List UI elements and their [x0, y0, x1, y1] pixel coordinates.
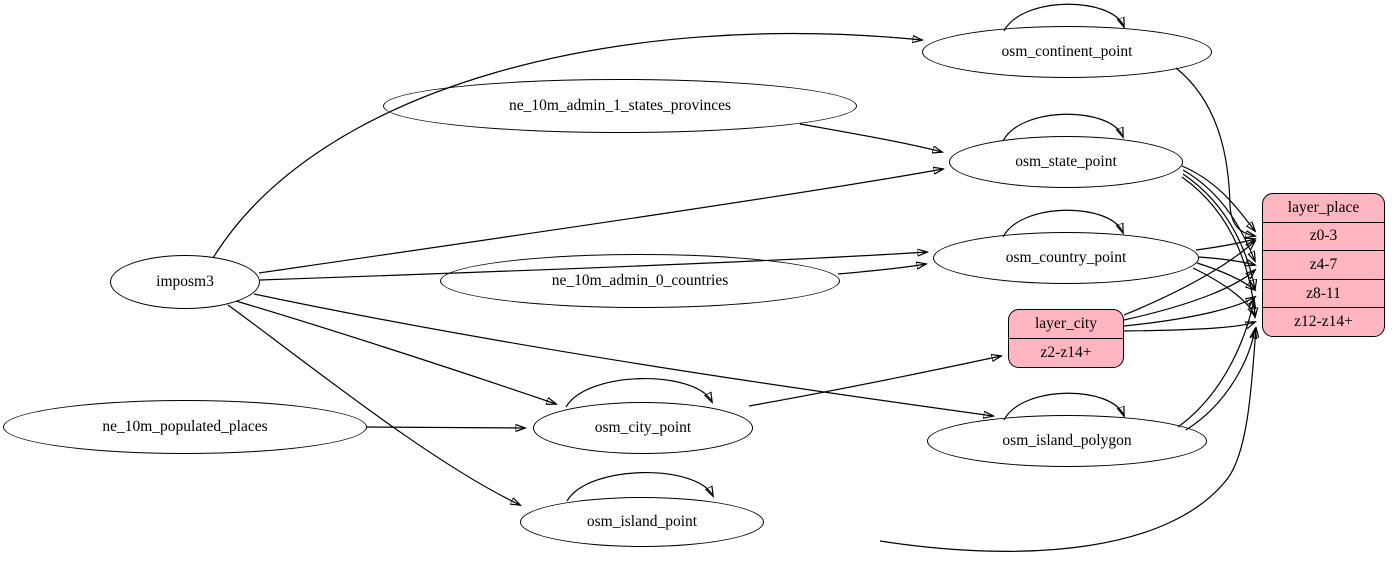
- node-osm-country-point: osm_country_point: [933, 232, 1199, 284]
- record-layer-place-row-z0-3: z0-3: [1263, 221, 1384, 251]
- edge-osm-country-point-to-layer-place-z8-11: [1196, 262, 1255, 290]
- node-label: osm_island_polygon: [1002, 432, 1132, 449]
- edge-osm-continent-point-to-layer-place-z0-3: [1175, 67, 1255, 236]
- edge-ne-10m-admin-0-to-osm-country-point: [837, 264, 926, 275]
- node-imposm3: imposm3: [110, 255, 260, 309]
- edge-osm-country-point-to-layer-place-z4-7: [1198, 256, 1255, 265]
- edge-osm-city-point-to-layer-city-z2-z14: [748, 356, 1001, 407]
- edge-osm-state-point-to-layer-place-z12-z14: [1181, 176, 1255, 317]
- record-layer-place: layer_place z0-3 z4-7 z8-11 z12-z14+: [1262, 193, 1385, 337]
- edge-layer-city-to-layer-place-z12-z14: [1123, 322, 1255, 332]
- node-ne-10m-populated-places: ne_10m_populated_places: [3, 400, 367, 454]
- edge-layer-city-to-layer-place-z8-11: [1123, 297, 1255, 327]
- edge-osm-country-point-to-layer-place-z0-3: [1195, 239, 1255, 251]
- node-label: osm_city_point: [594, 419, 692, 436]
- record-layer-place-row-z4-7: z4-7: [1263, 250, 1384, 279]
- node-label: imposm3: [156, 273, 214, 290]
- node-osm-island-polygon: osm_island_polygon: [927, 415, 1207, 467]
- edge-osm-island-polygon-to-layer-place-z12-z14: [1185, 329, 1255, 431]
- record-layer-city-title: layer_city: [1035, 315, 1097, 332]
- edge-imposm3-to-osm-continent-point: [212, 32, 922, 259]
- record-layer-place-title: layer_place: [1287, 198, 1360, 216]
- edge-osm-state-point-to-layer-place-z4-7: [1182, 169, 1255, 261]
- edge-ne-10m-populated-places-to-osm-city-point: [366, 427, 525, 428]
- node-ne-10m-admin-1-states-provinces: ne_10m_admin_1_states_provinces: [383, 79, 857, 133]
- node-osm-island-point: osm_island_point: [520, 497, 764, 547]
- node-label: osm_state_point: [1015, 153, 1117, 170]
- node-ne-10m-admin-0-countries: ne_10m_admin_0_countries: [440, 254, 840, 308]
- edge-imposm3-to-osm-city-point: [235, 300, 556, 404]
- node-label: osm_island_point: [586, 513, 698, 530]
- edge-osm-state-point-to-layer-place-z8-11: [1182, 173, 1255, 289]
- node-osm-state-point: osm_state_point: [949, 136, 1183, 188]
- edge-imposm3-to-osm-island-polygon: [253, 293, 993, 416]
- record-layer-place-row-z12-z14: z12-z14+: [1263, 307, 1384, 336]
- record-layer-city-row-z2-z14: z2-z14+: [1009, 338, 1123, 367]
- node-label: ne_10m_admin_0_countries: [551, 272, 729, 289]
- node-osm-city-point: osm_city_point: [533, 402, 753, 454]
- edge-osm-country-point-to-layer-place-z12-z14: [1192, 267, 1255, 316]
- edge-ne-10m-admin-1-to-osm-state-point: [799, 123, 942, 152]
- edge-osm-island-polygon-to-layer-place-z8-11: [1177, 299, 1254, 428]
- node-label: ne_10m_populated_places: [102, 418, 268, 435]
- record-layer-place-row-z8-11: z8-11: [1263, 278, 1384, 308]
- edge-osm-state-point-to-layer-place-z0-3: [1181, 165, 1255, 231]
- node-label: osm_continent_point: [1001, 43, 1133, 60]
- record-layer-city: layer_city z2-z14+: [1008, 309, 1124, 368]
- node-osm-continent-point: osm_continent_point: [922, 26, 1212, 78]
- node-label: osm_country_point: [1005, 249, 1127, 266]
- node-label: ne_10m_admin_1_states_provinces: [508, 97, 732, 114]
